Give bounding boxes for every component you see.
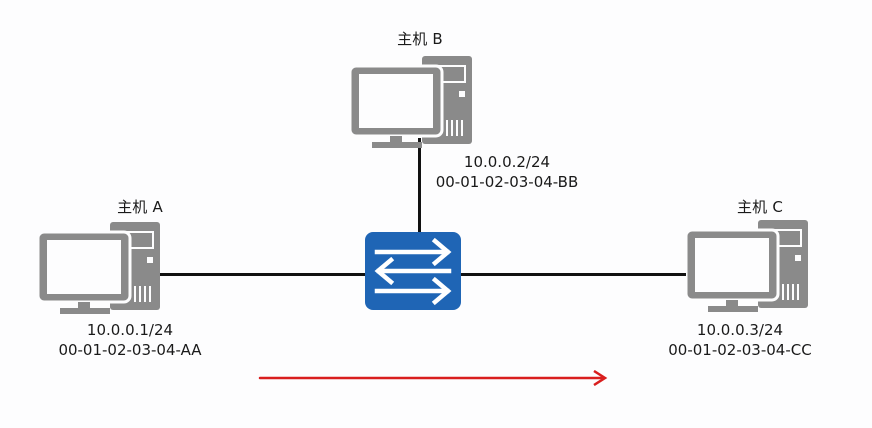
host-c-address: 10.0.0.3/24 00-01-02-03-04-CC — [640, 320, 840, 360]
host-a-computer[interactable] — [38, 222, 168, 318]
host-c-label: 主机 C — [736, 198, 784, 216]
link-a-switch — [158, 273, 368, 276]
host-c-ip: 10.0.0.3/24 — [696, 321, 784, 339]
host-b-ip: 10.0.0.2/24 — [463, 153, 551, 171]
host-a-address: 10.0.0.1/24 00-01-02-03-04-AA — [30, 320, 230, 360]
switch[interactable] — [365, 232, 461, 310]
host-b-computer[interactable] — [350, 56, 480, 152]
host-a-ip: 10.0.0.1/24 — [86, 321, 174, 339]
host-a-mac: 00-01-02-03-04-AA — [58, 341, 202, 359]
switch-icon — [365, 232, 461, 310]
flow-arrow — [258, 370, 610, 386]
link-b-switch — [418, 138, 421, 234]
computer-icon — [686, 220, 808, 312]
arrow-right-icon — [258, 370, 608, 386]
host-b-mac: 00-01-02-03-04-BB — [435, 173, 579, 191]
computer-icon — [38, 222, 160, 314]
host-b-address: 10.0.0.2/24 00-01-02-03-04-BB — [412, 152, 602, 192]
link-switch-c — [458, 273, 690, 276]
host-a-label: 主机 A — [117, 198, 163, 216]
host-c-computer[interactable] — [686, 220, 816, 316]
host-c-mac: 00-01-02-03-04-CC — [668, 341, 812, 359]
computer-icon — [350, 56, 472, 148]
host-b-label: 主机 B — [397, 30, 443, 48]
